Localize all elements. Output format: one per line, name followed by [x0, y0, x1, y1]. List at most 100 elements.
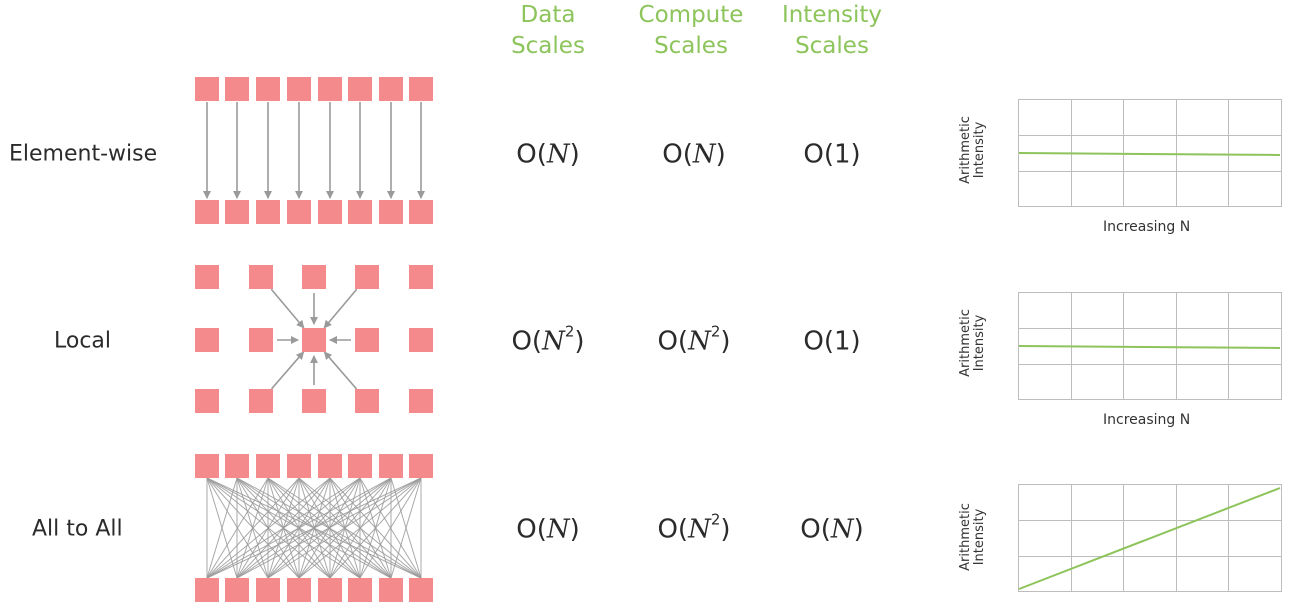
header-intensity-scales: Intensity Scales — [770, 0, 894, 62]
data-square — [379, 578, 403, 602]
connection-line — [267, 477, 422, 579]
arrow — [323, 288, 358, 329]
data-square — [409, 328, 433, 352]
data-square — [256, 200, 280, 224]
plot-area — [1018, 99, 1282, 207]
connection-line — [206, 477, 300, 579]
data-square — [195, 77, 219, 101]
connection-line — [206, 477, 331, 579]
header-intensity-line1: Intensity — [781, 2, 883, 28]
data-square — [409, 578, 433, 602]
cell-element-wise-intensity: O(1) — [803, 139, 861, 170]
data-square — [195, 200, 219, 224]
header-compute-scales: Compute Scales — [628, 0, 754, 62]
header-compute-line2: Scales — [654, 33, 728, 59]
cell-all-to-all-intensity: O(N) — [800, 514, 864, 545]
data-square — [256, 77, 280, 101]
data-square — [318, 454, 342, 478]
data-square — [195, 578, 219, 602]
connection-line — [206, 477, 422, 579]
arrow — [323, 351, 358, 390]
data-square — [379, 454, 403, 478]
access-pattern-diagrams — [195, 77, 433, 602]
data-square — [302, 328, 326, 352]
data-square — [287, 77, 311, 101]
trend-line — [1018, 345, 1281, 349]
data-square — [379, 200, 403, 224]
data-square — [318, 578, 342, 602]
plot-xlabel: Increasing N — [1103, 219, 1191, 235]
header-compute-line1: Compute — [638, 2, 744, 28]
header-data-line1: Data — [520, 2, 576, 28]
connection-line — [206, 477, 361, 579]
data-square — [195, 389, 219, 413]
plot-xlabel: Increasing N — [1103, 412, 1191, 428]
cell-all-to-all-data: O(N) — [516, 514, 580, 545]
data-square — [409, 77, 433, 101]
arrow — [270, 351, 305, 390]
data-square — [409, 265, 433, 289]
plot-area — [1018, 484, 1282, 592]
data-square — [287, 454, 311, 478]
data-square — [287, 200, 311, 224]
cell-element-wise-compute: O(N) — [662, 139, 726, 170]
header-intensity-line2: Scales — [795, 33, 869, 59]
data-square — [355, 389, 379, 413]
data-square — [318, 200, 342, 224]
plot-area — [1018, 292, 1282, 400]
data-square — [409, 389, 433, 413]
row-label-all-to-all: All to All — [32, 516, 123, 542]
data-square — [249, 389, 273, 413]
trend-line — [1018, 487, 1281, 590]
data-square — [249, 328, 273, 352]
data-square — [195, 454, 219, 478]
data-square — [256, 578, 280, 602]
data-square — [409, 454, 433, 478]
data-square — [348, 578, 372, 602]
connection-line — [206, 477, 269, 579]
data-square — [348, 200, 372, 224]
connection-line — [206, 477, 392, 579]
data-square — [348, 77, 372, 101]
data-square — [195, 265, 219, 289]
cell-element-wise-data: O(N) — [516, 139, 580, 170]
data-square — [225, 454, 249, 478]
row-label-element-wise: Element-wise — [9, 141, 158, 167]
row-label-local: Local — [54, 328, 112, 354]
header-data-line2: Scales — [511, 33, 585, 59]
data-square — [379, 77, 403, 101]
data-square — [318, 77, 342, 101]
data-square — [302, 389, 326, 413]
data-square — [355, 265, 379, 289]
cell-local-intensity: O(1) — [803, 326, 861, 357]
arrow — [270, 288, 305, 329]
data-square — [256, 454, 280, 478]
connection-line — [390, 477, 422, 579]
data-square — [409, 200, 433, 224]
cell-local-data: O(N2) — [511, 322, 585, 357]
connection-line — [236, 477, 422, 579]
data-square — [195, 328, 219, 352]
cell-all-to-all-compute: O(N2) — [657, 510, 731, 545]
connection-line — [329, 477, 422, 579]
data-square — [249, 265, 273, 289]
data-square — [225, 578, 249, 602]
connection-line — [359, 477, 422, 579]
data-square — [225, 200, 249, 224]
data-square — [287, 578, 311, 602]
data-square — [302, 265, 326, 289]
connection-line — [298, 477, 422, 579]
data-square — [348, 454, 372, 478]
data-square — [225, 77, 249, 101]
header-data-scales: Data Scales — [490, 0, 606, 62]
cell-local-compute: O(N2) — [657, 322, 731, 357]
data-square — [355, 328, 379, 352]
trend-line — [1018, 152, 1281, 156]
connection-line — [206, 477, 238, 579]
